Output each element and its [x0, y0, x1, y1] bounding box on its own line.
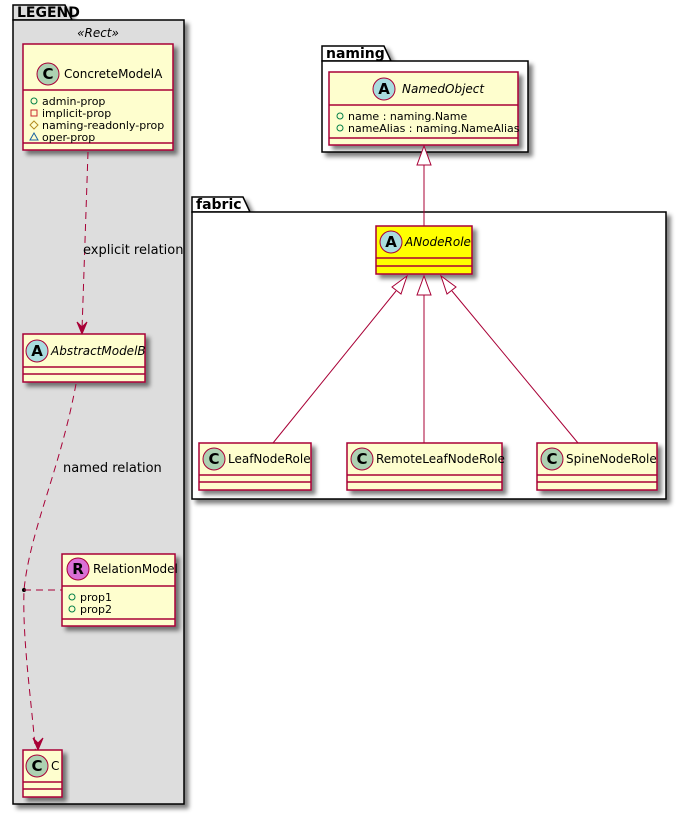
- hollow-triangle-arrow-icon: [440, 274, 457, 295]
- abstract-circle-icon: A: [25, 339, 49, 363]
- class-circle-icon: C: [36, 62, 60, 86]
- class-abstract-model-b[interactable]: A AbstractModelB: [22, 333, 146, 383]
- svg-text:name : naming.Name: name : naming.Name: [348, 110, 468, 123]
- edge-generalization-spine: [440, 274, 579, 444]
- class-name: RemoteLeafNodeRole: [376, 452, 505, 466]
- class-name: LeafNodeRole: [228, 452, 311, 466]
- class-circle-icon: C: [350, 447, 374, 471]
- edge-generalization-leaf: [272, 274, 408, 444]
- edge-generalization-namedobject: [416, 144, 432, 226]
- class-anode-role[interactable]: A ANodeRole: [375, 225, 473, 275]
- fabric-title: fabric: [196, 197, 242, 213]
- svg-text:C: C: [42, 65, 53, 83]
- svg-text:C: C: [208, 450, 219, 468]
- hollow-triangle-arrow-icon: [416, 144, 432, 166]
- edge-generalization-remote-leaf: [416, 274, 432, 443]
- protected-visibility-icon: [29, 120, 39, 130]
- public-visibility-icon: [68, 605, 76, 613]
- class-circle-icon: C: [202, 447, 226, 471]
- edge-label-explicit: explicit relation: [83, 243, 183, 258]
- member-implicit-prop: implicit-prop: [30, 107, 111, 120]
- svg-text:C: C: [356, 450, 367, 468]
- package-visibility-icon: [29, 131, 39, 141]
- class-name: AbstractModelB: [50, 344, 146, 358]
- class-name: ConcreteModelA: [64, 67, 163, 81]
- fabric-package: fabric A ANodeRole: [191, 144, 667, 500]
- private-visibility-icon: [30, 109, 38, 117]
- member-name: name : naming.Name: [336, 110, 468, 123]
- member-naming-readonly-prop: naming-readonly-prop: [29, 119, 164, 132]
- svg-text:prop1: prop1: [80, 591, 112, 604]
- class-relation-model[interactable]: R RelationModel prop1 prop2: [61, 553, 178, 627]
- svg-text:A: A: [385, 233, 397, 251]
- svg-text:naming-readonly-prop: naming-readonly-prop: [42, 119, 164, 132]
- public-visibility-icon: [68, 593, 76, 601]
- edge-named-relation: named relation: [22, 383, 162, 791]
- hollow-triangle-arrow-icon: [416, 274, 432, 296]
- public-visibility-icon: [336, 124, 344, 132]
- member-admin-prop: admin-prop: [30, 95, 105, 108]
- svg-text:nameAlias : naming.NameAlias: nameAlias : naming.NameAlias: [348, 122, 520, 135]
- naming-title: naming: [326, 46, 385, 62]
- svg-text:implicit-prop: implicit-prop: [42, 107, 111, 120]
- public-visibility-icon: [336, 112, 344, 120]
- svg-text:admin-prop: admin-prop: [42, 95, 105, 108]
- svg-text:oper-prop: oper-prop: [42, 131, 95, 144]
- class-concrete-model-a[interactable]: C ConcreteModelA admin-prop implicit-pro…: [22, 43, 174, 151]
- class-name: RelationModel: [93, 562, 178, 576]
- public-visibility-icon: [30, 97, 38, 105]
- svg-text:A: A: [31, 342, 43, 360]
- legend-stereotype: «Rect»: [77, 26, 119, 40]
- abstract-circle-icon: A: [379, 230, 403, 254]
- svg-text:C: C: [546, 450, 557, 468]
- arrowhead-icon: [76, 321, 88, 336]
- class-name: C: [51, 759, 59, 773]
- class-name: SpineNodeRole: [566, 452, 657, 466]
- svg-text:R: R: [72, 560, 84, 578]
- class-c[interactable]: C C: [22, 749, 63, 798]
- arrowhead-icon: [32, 737, 44, 752]
- legend-title: LEGEND: [17, 5, 80, 21]
- class-circle-icon: C: [25, 754, 49, 778]
- naming-package: naming A NamedObject name : naming.Name …: [321, 45, 529, 153]
- class-leaf-node-role[interactable]: C LeafNodeRole: [198, 442, 312, 491]
- edge-explicit-relation: explicit relation: [76, 151, 183, 336]
- class-named-object[interactable]: A NamedObject name : naming.Name nameAli…: [328, 71, 520, 146]
- class-spine-node-role[interactable]: C SpineNodeRole: [536, 442, 658, 491]
- class-remote-leaf-node-role[interactable]: C RemoteLeafNodeRole: [346, 442, 505, 491]
- svg-text:A: A: [378, 80, 390, 98]
- svg-text:C: C: [31, 757, 42, 775]
- member-oper-prop: oper-prop: [29, 131, 95, 144]
- hollow-triangle-arrow-icon: [391, 274, 408, 295]
- svg-text:prop2: prop2: [80, 603, 112, 616]
- class-name: ANodeRole: [404, 235, 471, 249]
- relation-circle-icon: R: [66, 557, 90, 581]
- member-prop1: prop1: [68, 591, 112, 604]
- abstract-circle-icon: A: [372, 77, 396, 101]
- class-name: NamedObject: [402, 82, 485, 96]
- member-prop2: prop2: [68, 603, 112, 616]
- legend-package: LEGEND «Rect» C ConcreteModelA admin-pro…: [12, 4, 185, 805]
- class-circle-icon: C: [540, 447, 564, 471]
- edge-label-named: named relation: [63, 461, 162, 476]
- member-name-alias: nameAlias : naming.NameAlias: [336, 122, 520, 135]
